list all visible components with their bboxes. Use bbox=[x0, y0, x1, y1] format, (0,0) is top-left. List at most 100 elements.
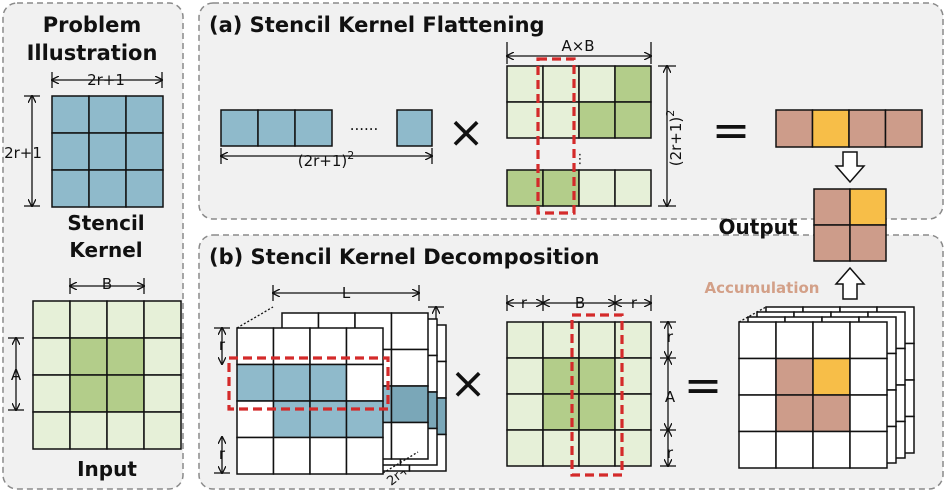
mid-grid-cell bbox=[578, 393, 616, 431]
input-b-label: B bbox=[102, 275, 112, 293]
kernel-cell bbox=[51, 132, 90, 171]
problem-title-line1: Problem bbox=[43, 13, 142, 37]
result-front-cell bbox=[775, 394, 814, 433]
kernel-cell bbox=[88, 169, 127, 208]
cube-front-cell bbox=[236, 400, 275, 439]
cube-depth-edge bbox=[382, 451, 419, 474]
output-cell bbox=[813, 224, 851, 262]
output-cell bbox=[849, 188, 887, 226]
mid-grid-cell bbox=[542, 357, 580, 395]
vector-length-label: (2r+1)2 bbox=[298, 149, 355, 170]
times-operator-bottom: × bbox=[450, 358, 487, 409]
flat-vector-cell bbox=[396, 109, 433, 147]
input-cell bbox=[32, 337, 71, 376]
input-cell bbox=[32, 300, 71, 339]
cube-back-cell bbox=[390, 421, 429, 460]
kernel-cell bbox=[51, 169, 90, 208]
result-front-cell bbox=[812, 394, 851, 433]
result-front-cell bbox=[738, 394, 777, 433]
result-front-cell bbox=[812, 357, 851, 396]
flat-output-cell bbox=[811, 109, 850, 148]
input-cell bbox=[106, 411, 145, 450]
flat-matrix-cell bbox=[614, 169, 652, 207]
mid-grid-cell bbox=[506, 321, 544, 359]
flattening-title: (a) Stencil Kernel Flattening bbox=[209, 13, 545, 37]
mid-grid-cell bbox=[578, 321, 616, 359]
kernel-cell bbox=[51, 95, 90, 134]
flat-matrix-cell bbox=[578, 169, 616, 207]
times-operator-top: × bbox=[448, 107, 485, 158]
result-front-cell bbox=[775, 430, 814, 469]
input-cell bbox=[69, 411, 108, 450]
input-cell bbox=[106, 300, 145, 339]
flat-matrix-cell bbox=[578, 101, 616, 139]
flat-output-cell bbox=[775, 109, 814, 148]
flat-matrix-cell bbox=[578, 65, 616, 103]
cube-back-cell bbox=[390, 385, 429, 424]
input-cell bbox=[143, 300, 182, 339]
cube-front-cell bbox=[309, 363, 348, 402]
cube-front-cell bbox=[272, 400, 311, 439]
input-cell bbox=[69, 337, 108, 376]
cube-front-cell bbox=[309, 400, 348, 439]
result-front-cell bbox=[775, 357, 814, 396]
flat-matrix-red-column bbox=[536, 57, 576, 215]
kernel-cell bbox=[88, 132, 127, 171]
up-hollow-arrow bbox=[834, 266, 866, 300]
kernel-cell bbox=[125, 95, 164, 134]
input-cell bbox=[69, 300, 108, 339]
cube-front-cell bbox=[345, 436, 384, 475]
flat-matrix-cell bbox=[542, 169, 580, 207]
mid-grid-cell bbox=[506, 393, 544, 431]
result-front-cell bbox=[738, 430, 777, 469]
flat-output-cell bbox=[884, 109, 923, 148]
mid-grid-cell bbox=[506, 429, 544, 467]
input-cell bbox=[69, 374, 108, 413]
cube-front-cell bbox=[236, 327, 275, 366]
flat-vector-cell bbox=[220, 109, 259, 147]
kernel-height-label: 2r+1 bbox=[4, 144, 42, 162]
output-label: Output bbox=[719, 215, 798, 239]
input-cell bbox=[32, 374, 71, 413]
matrix-width-label: A×B bbox=[561, 37, 594, 55]
cube-front-cell bbox=[345, 400, 384, 439]
equals-operator-bottom: = bbox=[684, 358, 723, 412]
kernel-caption-line2: Kernel bbox=[69, 238, 142, 262]
input-cell bbox=[106, 337, 145, 376]
flat-matrix-cell bbox=[614, 101, 652, 139]
mid-a-label: A bbox=[665, 388, 676, 406]
result-front-cell bbox=[738, 321, 777, 360]
equals-operator-top: = bbox=[712, 103, 751, 157]
kernel-cell bbox=[125, 132, 164, 171]
mid-grid-red-column bbox=[570, 313, 624, 477]
input-caption: Input bbox=[77, 457, 137, 481]
down-hollow-arrow bbox=[834, 151, 866, 184]
result-front-cell bbox=[849, 321, 888, 360]
accumulation-label: Accumulation bbox=[705, 279, 820, 297]
kernel-caption-line1: Stencil bbox=[67, 211, 144, 235]
cube-back-cell bbox=[390, 312, 429, 351]
mid-grid-cell bbox=[578, 429, 616, 467]
cube-front-cell bbox=[309, 436, 348, 475]
result-front-cell bbox=[849, 430, 888, 469]
result-front-cell bbox=[812, 430, 851, 469]
output-cell bbox=[849, 224, 887, 262]
input-cell bbox=[143, 374, 182, 413]
result-depth-edge bbox=[738, 306, 767, 323]
kernel-cell bbox=[125, 169, 164, 208]
cube-front-cell bbox=[345, 363, 384, 402]
result-front-cell bbox=[849, 394, 888, 433]
mid-grid-cell bbox=[578, 357, 616, 395]
result-front-cell bbox=[849, 357, 888, 396]
mid-grid-cell bbox=[506, 357, 544, 395]
result-front-cell bbox=[812, 321, 851, 360]
flat-vector-cell bbox=[294, 109, 333, 147]
input-cell bbox=[32, 411, 71, 450]
cube-front-cell bbox=[272, 436, 311, 475]
flat-vector-cell bbox=[257, 109, 296, 147]
cube-front-cell bbox=[236, 436, 275, 475]
cube-front-cell bbox=[236, 363, 275, 402]
flattening-ellipsis: ...... bbox=[350, 116, 379, 134]
cube-red-row bbox=[227, 356, 390, 411]
